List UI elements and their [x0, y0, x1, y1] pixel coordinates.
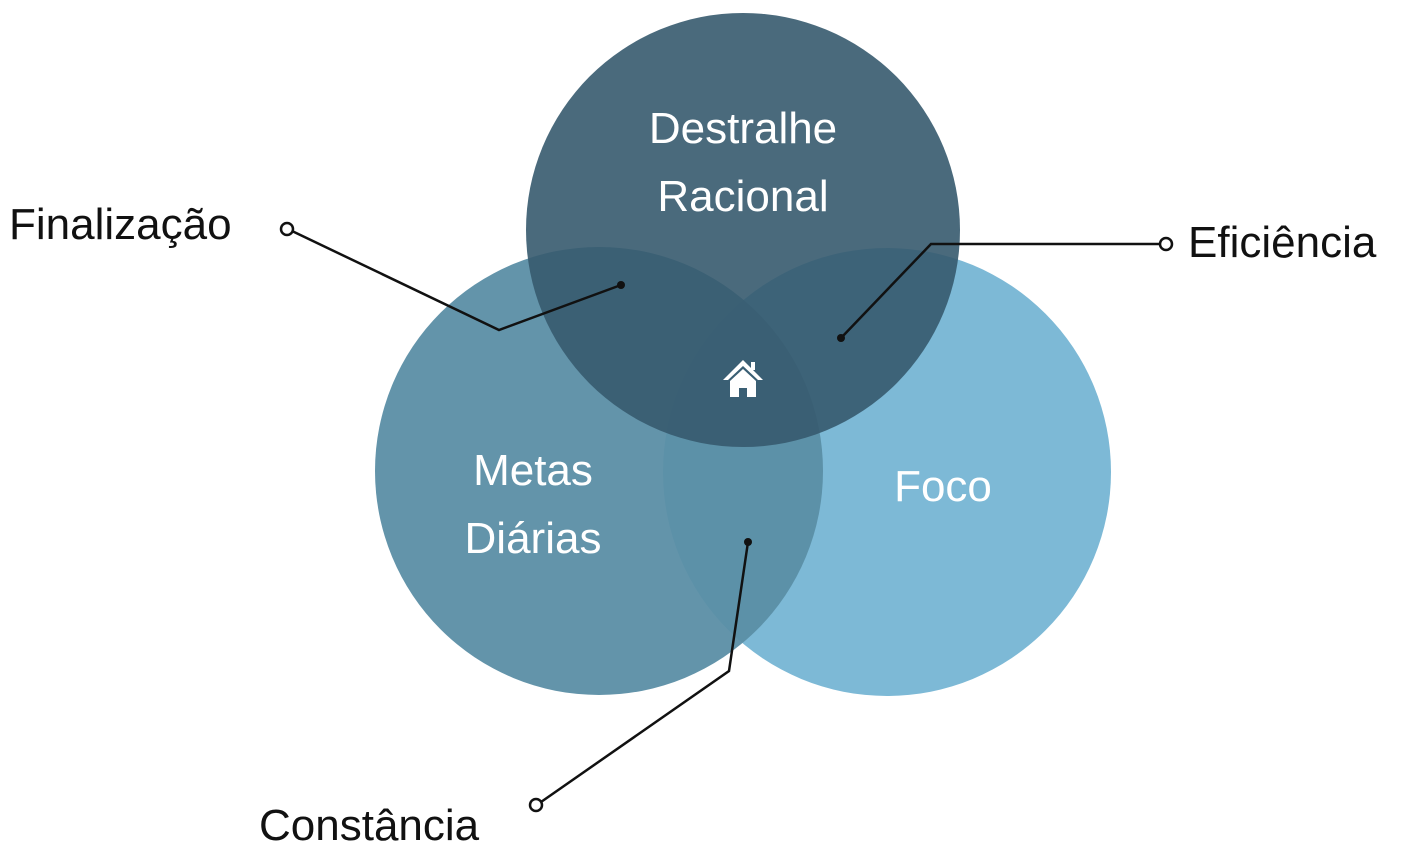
label-destralhe-racional: Destralhe Racional [593, 95, 893, 231]
label-line: Metas [473, 446, 593, 495]
callout-dot-constancia [744, 538, 752, 546]
label-metas-diarias: Metas Diárias [383, 437, 683, 573]
label-line: Racional [657, 172, 829, 221]
callout-finalizacao: Finalização [9, 200, 232, 249]
callout-marker-constancia [528, 797, 544, 813]
callout-marker-eficiencia [1158, 236, 1174, 252]
home-icon [723, 360, 763, 397]
callout-dot-eficiencia [837, 334, 845, 342]
label-line: Destralhe [648, 104, 838, 153]
callout-dot-finalizacao [617, 281, 625, 289]
circle-destralhe-racional [526, 13, 960, 447]
callout-line-constancia [540, 541, 750, 804]
label-line: Foco [894, 462, 992, 511]
callout-line-eficiencia [840, 242, 1160, 339]
callout-marker-finalizacao [279, 221, 295, 237]
callout-eficiencia: Eficiência [1188, 218, 1377, 267]
label-foco: Foco [793, 453, 1093, 521]
callout-constancia: Constância [259, 801, 480, 850]
callout-line-finalizacao [291, 229, 622, 332]
label-line: Diárias [464, 514, 602, 563]
